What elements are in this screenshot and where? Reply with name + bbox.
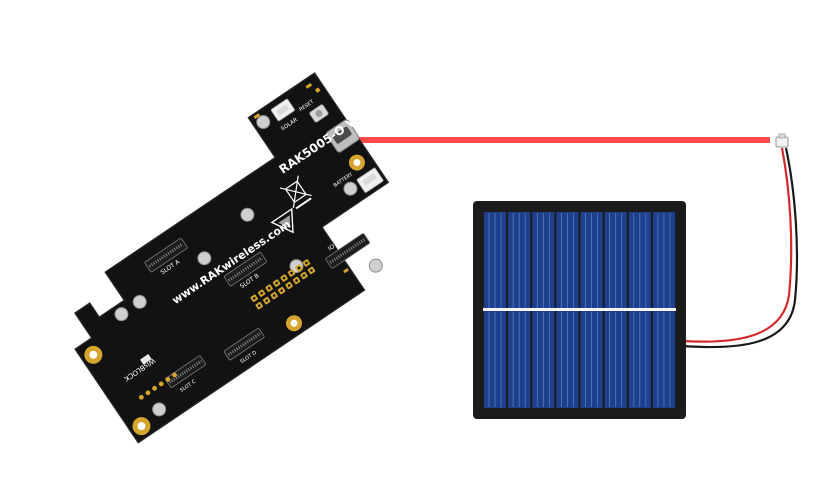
- header-pin-hole: [272, 294, 276, 297]
- gold-mounting-holes: [84, 154, 365, 436]
- edge-pad: [145, 390, 151, 396]
- mounting-post: [256, 115, 271, 130]
- rak-logo: [270, 207, 294, 234]
- solar-panel: [473, 201, 686, 419]
- solar-panel-busbar: [483, 308, 676, 311]
- mounting-post: [368, 258, 383, 273]
- edge-pad: [172, 372, 177, 378]
- mounting-post: [152, 402, 167, 417]
- solar-panel-cable: [682, 133, 799, 349]
- header-pin-hole: [252, 296, 256, 300]
- header-pin-array: [138, 259, 316, 400]
- header-pin-hole: [260, 291, 263, 295]
- header-pin-hole: [282, 276, 286, 280]
- cable-connector-latch: [778, 133, 786, 139]
- mounting-post: [240, 207, 255, 222]
- pcb-outline: [74, 72, 390, 444]
- header-pin-hole: [275, 281, 278, 285]
- edge-pad: [138, 394, 144, 400]
- header-pin-hole: [302, 274, 306, 277]
- weee-symbol: [279, 175, 312, 210]
- header-pin-hole: [295, 279, 298, 282]
- rak5005-base-board: SLOT A SLOT B IO SLOT SLOT C SLOT D: [74, 72, 390, 444]
- header-pin-hole: [297, 266, 301, 270]
- usb-port: [325, 119, 360, 153]
- header-pin-hole: [287, 284, 291, 287]
- header-pin-hole: [310, 269, 313, 272]
- mounting-post: [114, 307, 129, 322]
- header-pin-hole: [265, 299, 269, 302]
- header-pin-hole: [257, 304, 261, 307]
- mounting-post: [132, 294, 147, 309]
- edge-pad: [152, 385, 157, 391]
- cable-connector: [775, 136, 789, 148]
- header-pin-hole: [280, 289, 283, 292]
- edge-pad: [158, 381, 164, 387]
- mounting-post: [343, 181, 358, 196]
- cable-black-wire: [682, 147, 799, 349]
- smd-components: [140, 82, 349, 365]
- mounting-post: [197, 251, 212, 266]
- header-pin-hole: [267, 286, 271, 290]
- mounting-posts: [114, 115, 383, 417]
- solar-cells: [484, 212, 676, 408]
- header-pin-hole: [290, 271, 293, 275]
- edge-pad: [165, 376, 171, 382]
- header-pin-hole: [305, 261, 308, 265]
- cable-red-wire: [682, 147, 793, 343]
